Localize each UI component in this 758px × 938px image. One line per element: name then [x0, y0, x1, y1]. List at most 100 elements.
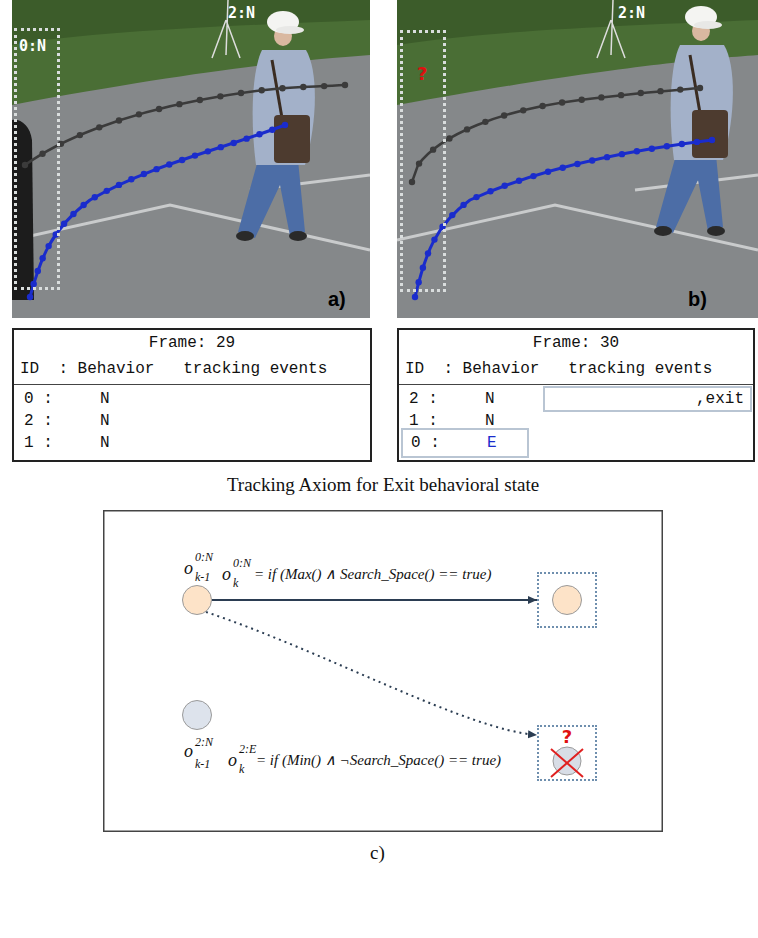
formula-subscript: k — [239, 762, 244, 776]
trajectory-dot — [638, 90, 644, 96]
unknown-mark: ? — [539, 726, 595, 747]
tracking-box: 0:N — [14, 28, 60, 290]
trajectory-dot — [559, 99, 565, 105]
bag — [274, 115, 310, 163]
trajectory-dot — [22, 162, 28, 168]
formula-symbol: o — [228, 750, 237, 770]
trajectory-dot — [449, 212, 455, 218]
id-cell: 2 : — [24, 412, 53, 430]
trajectory-dot — [619, 151, 625, 157]
trajectory-dot — [412, 294, 418, 300]
id-cell: 0 : — [24, 390, 53, 408]
trajectory-dot — [128, 176, 134, 182]
subscript: k-1 — [195, 757, 210, 771]
trajectory-dot — [27, 294, 33, 300]
grass-shade — [397, 0, 758, 45]
state-box: 0 : E — [401, 428, 529, 458]
trajectory-dot — [679, 141, 685, 147]
trajectory-dot — [342, 82, 348, 88]
superscript: 0:N — [195, 550, 213, 564]
panel-letter: c) — [370, 842, 385, 864]
trajectory-dot — [559, 165, 565, 171]
trajectory-dot — [618, 92, 624, 98]
trajectory-dot — [179, 157, 185, 163]
trajectory-dot — [430, 146, 436, 152]
object-circle: o0:Nk-1 — [182, 585, 212, 615]
shoe — [236, 231, 254, 241]
trajectory-dot — [39, 255, 45, 261]
trajectory-dot — [282, 122, 288, 128]
trajectory-blue — [415, 140, 712, 297]
subscript: k-1 — [195, 570, 210, 584]
id-cell: 1 : — [409, 412, 438, 430]
trajectory-dot — [136, 111, 142, 117]
walking-person — [236, 11, 315, 241]
panel-heading: Tracking Axiom for Exit behavioral state — [103, 474, 663, 496]
formula-superscript: 0:N — [233, 556, 251, 570]
trajectory-dot — [116, 117, 122, 123]
bag — [692, 110, 728, 158]
connector-arrow — [212, 599, 537, 601]
trajectory-dot — [677, 86, 683, 92]
behavior-cell: E — [487, 434, 497, 452]
formula-condition: = if (Min() ∧ ¬Search_Space() == true) — [256, 751, 501, 769]
frame-table: Frame: 30 ID : Behavior tracking events ,e… — [397, 328, 755, 462]
id-cell: 0 : — [411, 434, 440, 452]
formula-condition: = if (Max() ∧ Search_Space() == true) — [254, 565, 491, 583]
trajectory-dot — [545, 169, 551, 175]
trajectory-dot — [425, 250, 431, 256]
event-box: ,exit — [543, 386, 752, 412]
trajectory-dot — [598, 94, 604, 100]
jacket — [253, 50, 315, 165]
trajectory-dot — [153, 166, 159, 172]
trajectory-dot — [431, 236, 437, 242]
id-cell: 1 : — [24, 434, 53, 452]
trajectory-dot — [218, 144, 224, 150]
trajectory-dot — [92, 194, 98, 200]
trajectory-dot — [269, 127, 275, 133]
trajectory-dot — [415, 279, 421, 285]
frame-title: Frame: 30 — [397, 334, 755, 352]
trajectory-dot — [258, 87, 264, 93]
trajectory-dot — [104, 188, 110, 194]
trajectory-dot — [231, 140, 237, 146]
trajectory-dot — [238, 90, 244, 96]
trajectory-dot — [39, 151, 45, 157]
trajectory-dot — [35, 268, 41, 274]
photo-b — [397, 0, 758, 318]
trajectory-dot — [217, 93, 223, 99]
trajectory-dot — [205, 148, 211, 154]
behavior-cell: N — [100, 412, 110, 430]
trajectory-dot — [197, 97, 203, 103]
panel-letter: b) — [688, 288, 707, 310]
trajectory-dot — [141, 171, 147, 177]
pavement — [397, 0, 758, 318]
trajectory-dot — [574, 161, 580, 167]
symbol: o — [184, 558, 193, 578]
target-box — [537, 572, 597, 628]
object-circle — [552, 585, 582, 615]
shoe — [707, 226, 725, 236]
trajectory-dot — [192, 152, 198, 158]
lost-target-box: ? — [537, 725, 597, 781]
jeans — [238, 160, 305, 238]
table-rule — [14, 384, 370, 385]
trajectory-dot — [604, 154, 610, 160]
table-header: ID : Behavior tracking events — [405, 360, 712, 378]
grass — [12, 0, 370, 105]
trajectory-dot — [664, 143, 670, 149]
trajectory-dot — [579, 97, 585, 103]
trajectory-dot — [166, 161, 172, 167]
table-rule — [399, 384, 753, 385]
table-header: ID : Behavior tracking events — [20, 360, 327, 378]
tracking-box: ? — [400, 30, 446, 292]
frame-title: Frame: 29 — [12, 334, 372, 352]
walking-person — [654, 6, 733, 236]
road-marking — [12, 175, 370, 250]
frame-table: Frame: 29 ID : Behavior tracking events — [12, 328, 372, 462]
trajectory-dot — [657, 88, 663, 94]
trajectory-dot — [256, 131, 262, 137]
